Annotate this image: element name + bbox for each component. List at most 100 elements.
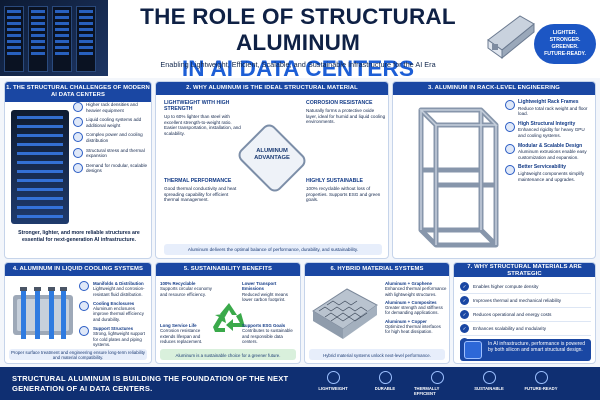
rack-icon xyxy=(73,102,83,112)
tagline-4: FUTURE-READY. xyxy=(544,51,586,57)
title-line-1: THE ROLE OF STRUCTURAL ALUMINUM xyxy=(140,4,456,55)
item-text: Greater strength and stiffness for deman… xyxy=(385,305,443,316)
item-text: Optimized thermal interfaces for high he… xyxy=(385,324,441,335)
header: THE ROLE OF STRUCTURAL ALUMINUM IN AI DA… xyxy=(0,0,600,81)
panel-title: 2. WHY ALUMINUM IS THE IDEAL STRUCTURAL … xyxy=(156,82,388,95)
item-head: Aluminum + Composites xyxy=(385,299,437,305)
panel-title: 5. SUSTAINABILITY BENEFITS xyxy=(156,263,300,276)
tag-future-ready: FUTURE-READY xyxy=(518,371,564,396)
power-icon xyxy=(73,132,83,143)
item-text: Reduced weight means lower carbon footpr… xyxy=(242,291,288,302)
list-item: ✓Enhances scalability and modularity xyxy=(460,322,591,336)
thermometer-icon xyxy=(73,147,83,158)
tag-lightweight: LIGHTWEIGHT xyxy=(310,371,356,396)
item-head: Manifolds & Distribution xyxy=(93,281,144,286)
cooling-manifold-image xyxy=(13,287,73,339)
check-icon: ✓ xyxy=(460,310,469,319)
panel-note: Stronger, lighter, and more reliable str… xyxy=(18,230,140,243)
aluminum-profile-icon xyxy=(487,15,535,60)
panel-ideal-material: 2. WHY ALUMINUM IS THE IDEAL STRUCTURAL … xyxy=(155,81,389,259)
panel-rack-engineering: 3. ALUMINUM IN RACK-LEVEL ENGINEERING Li… xyxy=(392,81,596,259)
cell-text: Up to 60% lighter than steel with excell… xyxy=(164,114,241,136)
tagline-2: STRONGER. xyxy=(549,37,581,43)
item-text: Demand for modular, scalable designs xyxy=(86,162,148,174)
thermometer-icon xyxy=(430,371,444,384)
tagline-1: LIGHTER. xyxy=(552,30,578,36)
aluminum-rack-frame-image xyxy=(418,107,499,248)
graphene-lattice-image xyxy=(312,288,378,339)
list-item: Complex power and cooling distribution xyxy=(73,132,151,143)
cell-corrosion: CORROSION RESISTANCE Naturally forms a p… xyxy=(306,100,386,125)
item-text: Enhances scalability and modularity xyxy=(473,325,547,331)
pipe-icon xyxy=(79,281,89,291)
item-text: Structural stress and thermal expansion xyxy=(86,147,145,159)
tag-label: DURABLE xyxy=(374,386,396,391)
check-icon: ✓ xyxy=(460,282,469,291)
item-text: Higher rack densities and heavier equipm… xyxy=(86,102,138,113)
item-text: Improves thermal and mechanical reliabil… xyxy=(473,297,562,303)
panel-title: 6. HYBRID MATERIAL SYSTEMS xyxy=(305,263,449,276)
item-text: Aluminum enclosures improve thermal effi… xyxy=(93,306,144,322)
panel-liquid-cooling: 4. ALUMINUM IN LIQUID COOLING SYSTEMS Ma… xyxy=(4,262,152,364)
feather-icon xyxy=(326,371,340,384)
item-head: Aluminum + Copper xyxy=(385,318,427,324)
cell-head: LIGHTWEIGHT WITH HIGH STRENGTH xyxy=(164,100,230,112)
item-head: Supports ESG Goals xyxy=(242,323,286,328)
drop-icon xyxy=(73,117,83,128)
list-item: Liquid cooling systems add additional we… xyxy=(73,117,151,128)
tag-thermal: THERMALLY EFFICIENT xyxy=(414,371,460,396)
recycle-icon xyxy=(213,303,245,332)
item-head: Cooling Enclosures xyxy=(93,300,135,306)
cell-head: THERMAL PERFORMANCE xyxy=(164,178,232,184)
panel-title: 1. THE STRUCTURAL CHALLENGES OF MODERN A… xyxy=(5,82,151,102)
panel-sustainability: 5. SUSTAINABILITY BENEFITS 100% Recyclab… xyxy=(155,262,301,364)
shield-icon xyxy=(378,371,392,384)
item-head: Long Service Life xyxy=(160,323,197,328)
item-text: Corrosion resistance extends lifespan an… xyxy=(160,328,203,344)
panel-hybrid-materials: 6. HYBRID MATERIAL SYSTEMS Aluminum + Gr… xyxy=(304,262,450,364)
panel-footer: Proper surface treatment and engineering… xyxy=(9,349,147,360)
item-text: Strong, lightweight support for cold pla… xyxy=(93,331,145,347)
modules-icon xyxy=(73,162,83,173)
box-icon xyxy=(79,300,89,311)
list-item: ✓Enables higher compute density xyxy=(460,280,591,294)
item-text: Supports circular economy and resource e… xyxy=(160,286,212,297)
item-text: Lightweight components simplify maintena… xyxy=(518,170,585,182)
server-rack-image xyxy=(11,110,69,224)
item-head: Support Structures xyxy=(93,326,134,332)
item-head: Better Serviceability xyxy=(518,164,567,171)
item-text: Contributes to sustainable and responsib… xyxy=(242,328,293,344)
list-item: Structural stress and thermal expansion xyxy=(73,147,151,159)
item-head: 100% Recyclable xyxy=(160,281,196,286)
tag-label: SUSTAINABLE xyxy=(474,386,504,391)
item-text: Enhanced rigidity for heavy GPU and cool… xyxy=(518,127,585,138)
item-text: Enhanced thermal performance with lightw… xyxy=(385,286,447,297)
callout-text: In AI infrastructure, performance is pow… xyxy=(488,341,585,353)
cell-text: Good thermal conductivity and heat sprea… xyxy=(164,186,237,203)
panel-footer: Aluminum delivers the optimal balance of… xyxy=(164,244,382,255)
list-item: ✓Improves thermal and mechanical reliabi… xyxy=(460,294,591,308)
panel-structural-challenges: 1. THE STRUCTURAL CHALLENGES OF MODERN A… xyxy=(4,81,152,259)
title-line-2: IN AI DATA CENTERS xyxy=(181,56,415,81)
panel-title: 7. WHY STRUCTURAL MATERIALS ARE STRATEGI… xyxy=(454,263,595,277)
shield-icon xyxy=(505,121,515,132)
item-text: Reduces operational and energy costs xyxy=(473,311,552,317)
tag-label: LIGHTWEIGHT xyxy=(318,386,348,391)
item-text: Reduce total rack weight and floor load. xyxy=(518,105,588,117)
tag-durable: DURABLE xyxy=(362,371,408,396)
support-icon xyxy=(79,326,89,337)
cell-head: CORROSION RESISTANCE xyxy=(306,100,373,106)
panel-strategic: 7. WHY STRUCTURAL MATERIALS ARE STRATEGI… xyxy=(453,262,596,364)
strategic-callout: In AI infrastructure, performance is pow… xyxy=(460,339,591,361)
cell-sustainable: HIGHLY SUSTAINABLE 100% recyclable witho… xyxy=(306,178,386,203)
item-text: Liquid cooling systems add additional we… xyxy=(86,117,142,128)
